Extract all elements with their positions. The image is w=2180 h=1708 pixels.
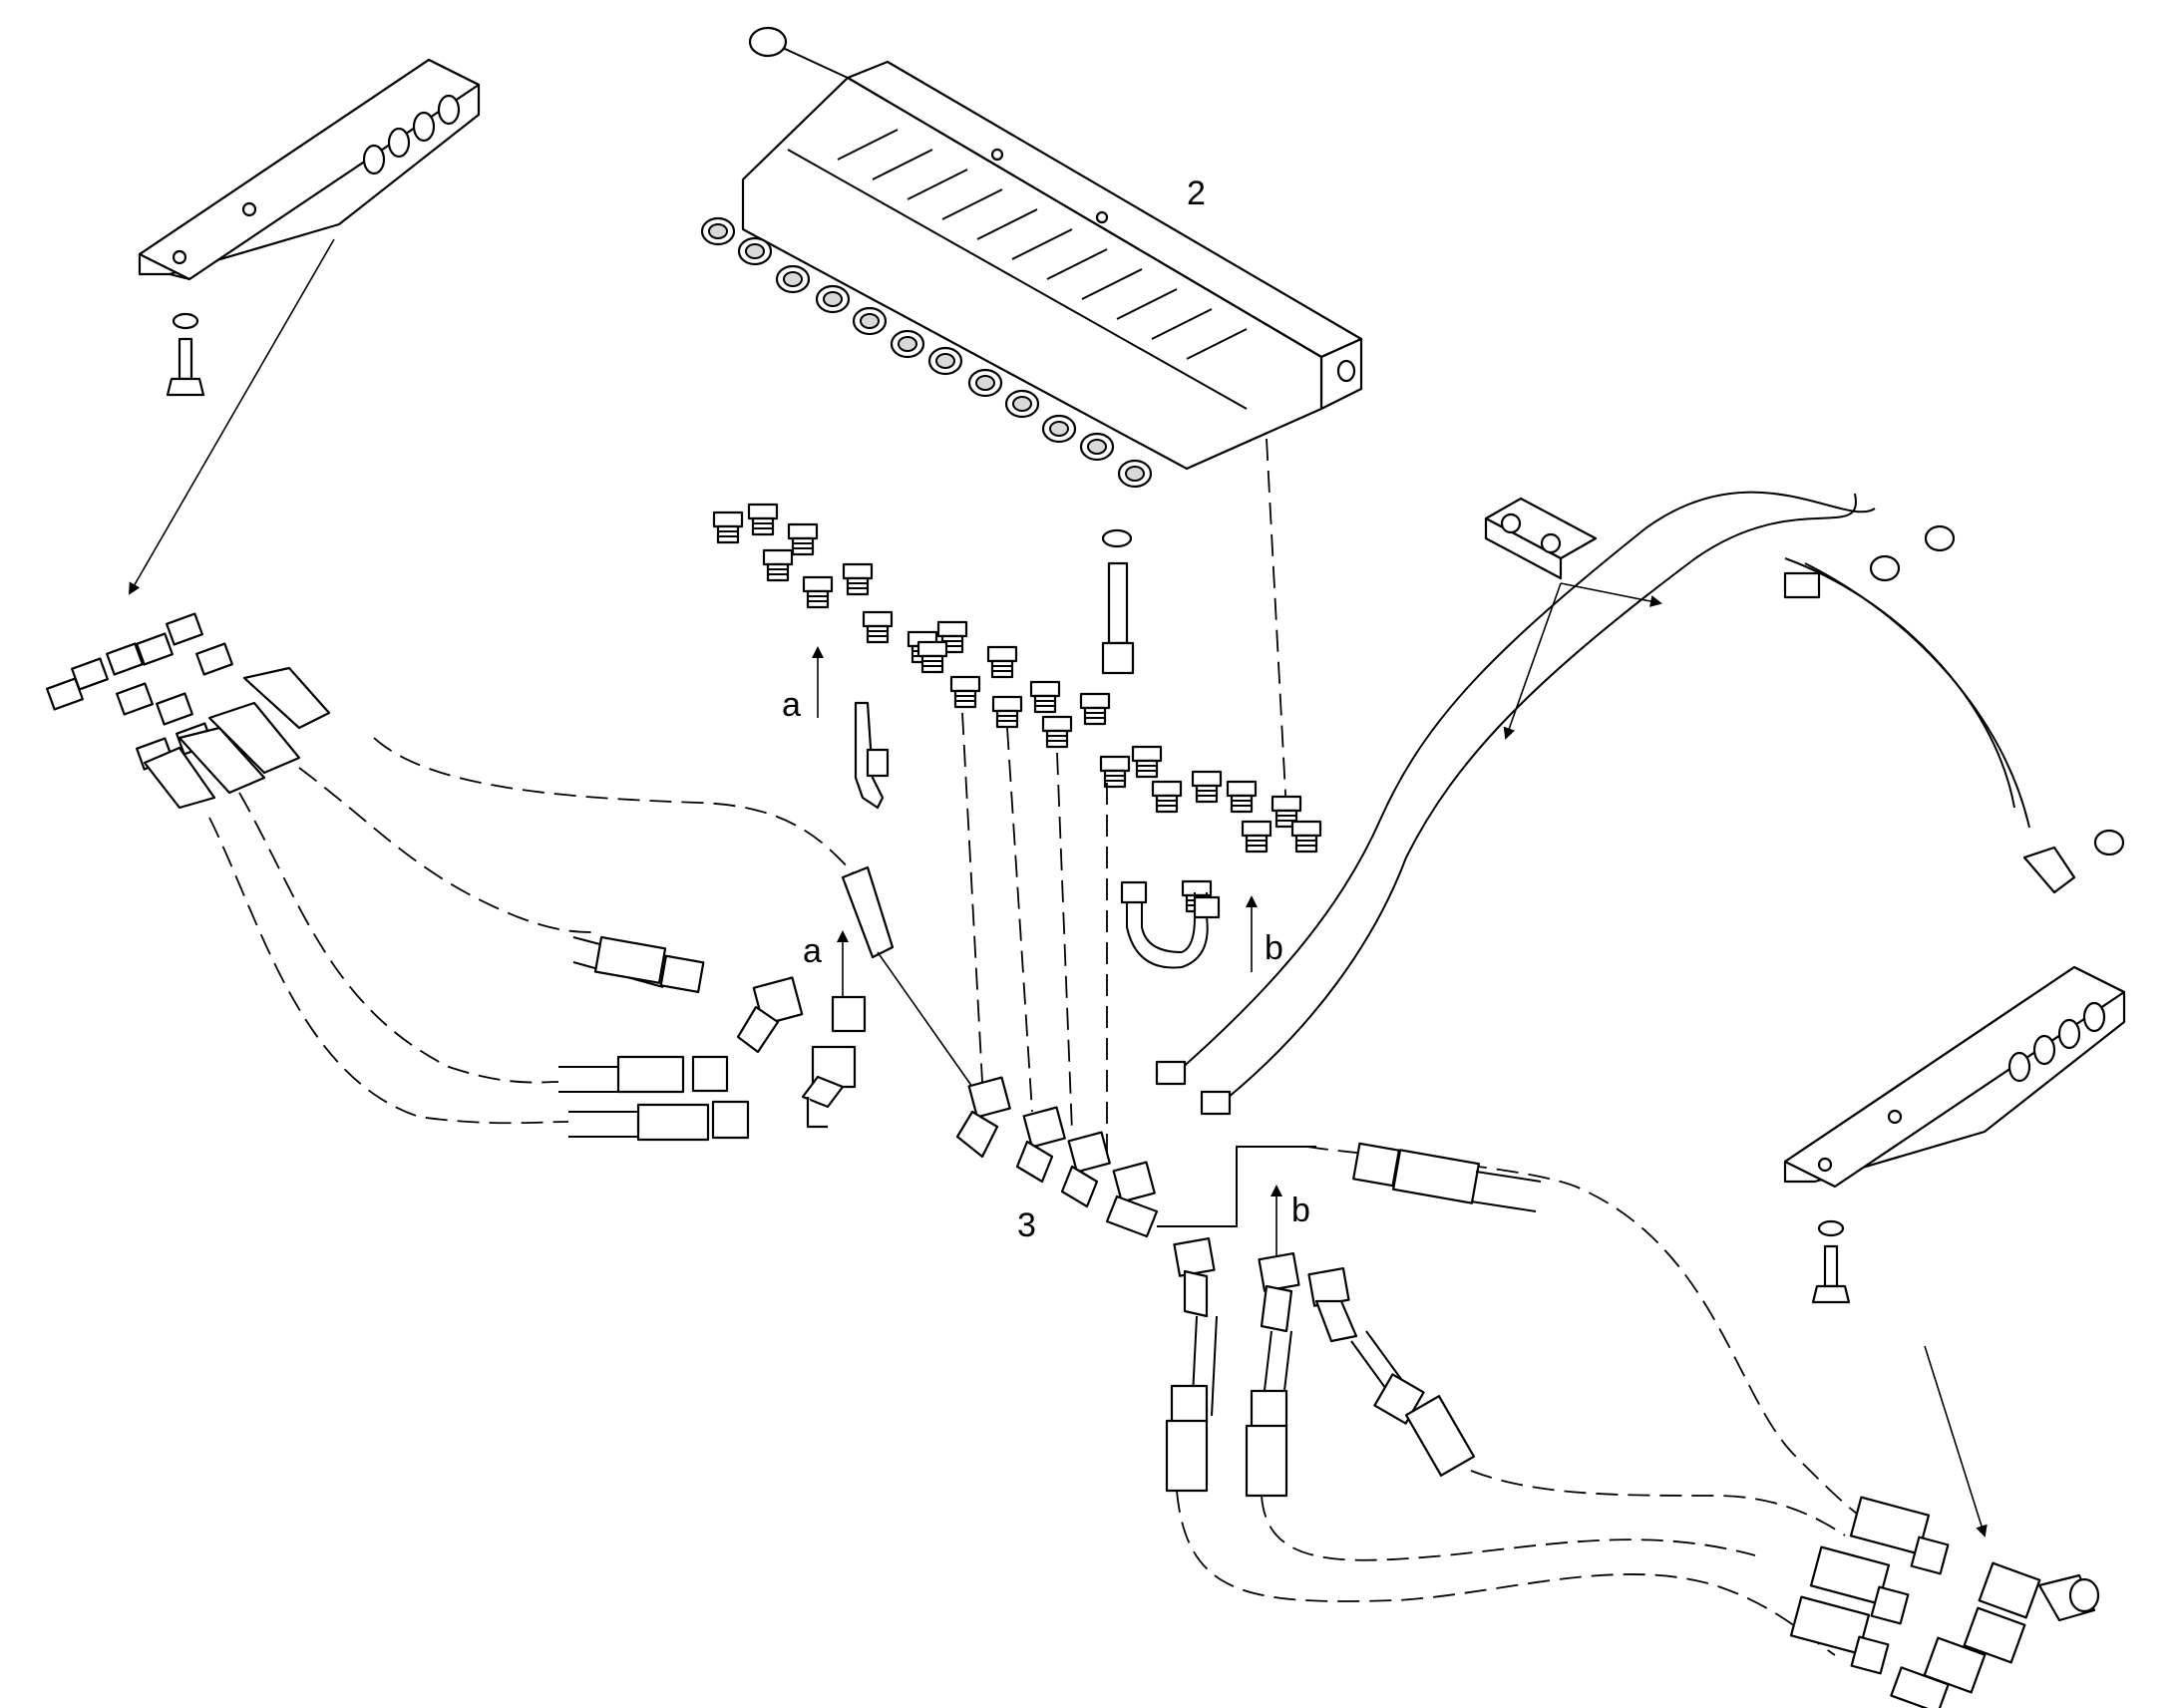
label-2: 2 bbox=[1187, 174, 1206, 212]
left-dashed-hoses bbox=[208, 737, 859, 1125]
long-hose bbox=[1155, 491, 2076, 1116]
leader-clamp-right bbox=[1560, 582, 1662, 607]
tube-a-upper bbox=[854, 701, 890, 810]
label-b-upper: b bbox=[1265, 929, 1283, 967]
left-fitting-bundle bbox=[46, 612, 331, 810]
lower-hoses bbox=[1165, 1315, 1476, 1498]
label-a-lower: a bbox=[803, 932, 822, 970]
distributor-block bbox=[700, 26, 1363, 489]
bolt-top-left bbox=[166, 312, 205, 397]
hose-section-3-right bbox=[1352, 1142, 1542, 1212]
label-a-upper: a bbox=[782, 686, 801, 724]
dash-distributor-right bbox=[1266, 438, 1287, 814]
leader-bracket-bottom-right bbox=[1924, 1345, 1988, 1537]
hose-clamp bbox=[1484, 497, 1598, 580]
angled-connector-left bbox=[841, 865, 973, 1088]
right-fitting-bundle bbox=[1789, 1496, 2100, 1708]
label-3: 3 bbox=[1017, 1206, 1036, 1244]
manifold-3 bbox=[955, 1076, 1316, 1238]
elbow-fittings-a-lower bbox=[736, 976, 867, 1129]
dashed-links-center bbox=[961, 712, 1108, 1162]
label-b-lower: b bbox=[1291, 1192, 1310, 1229]
bolt-bottom-right bbox=[1811, 1219, 1851, 1304]
bolt-distributor bbox=[1101, 528, 1135, 675]
hose-end-fittings-right bbox=[1869, 524, 2125, 856]
leader-bracket-top-left bbox=[128, 238, 335, 595]
bracket-top-left bbox=[138, 58, 481, 281]
fitting-cluster bbox=[712, 503, 1322, 913]
u-tube-b bbox=[1120, 880, 1221, 969]
lower-fittings bbox=[1173, 1237, 1358, 1343]
left-hose-sections bbox=[558, 935, 750, 1142]
bracket-bottom-right bbox=[1783, 965, 2126, 1189]
leader-clamp-down bbox=[1503, 582, 1562, 740]
